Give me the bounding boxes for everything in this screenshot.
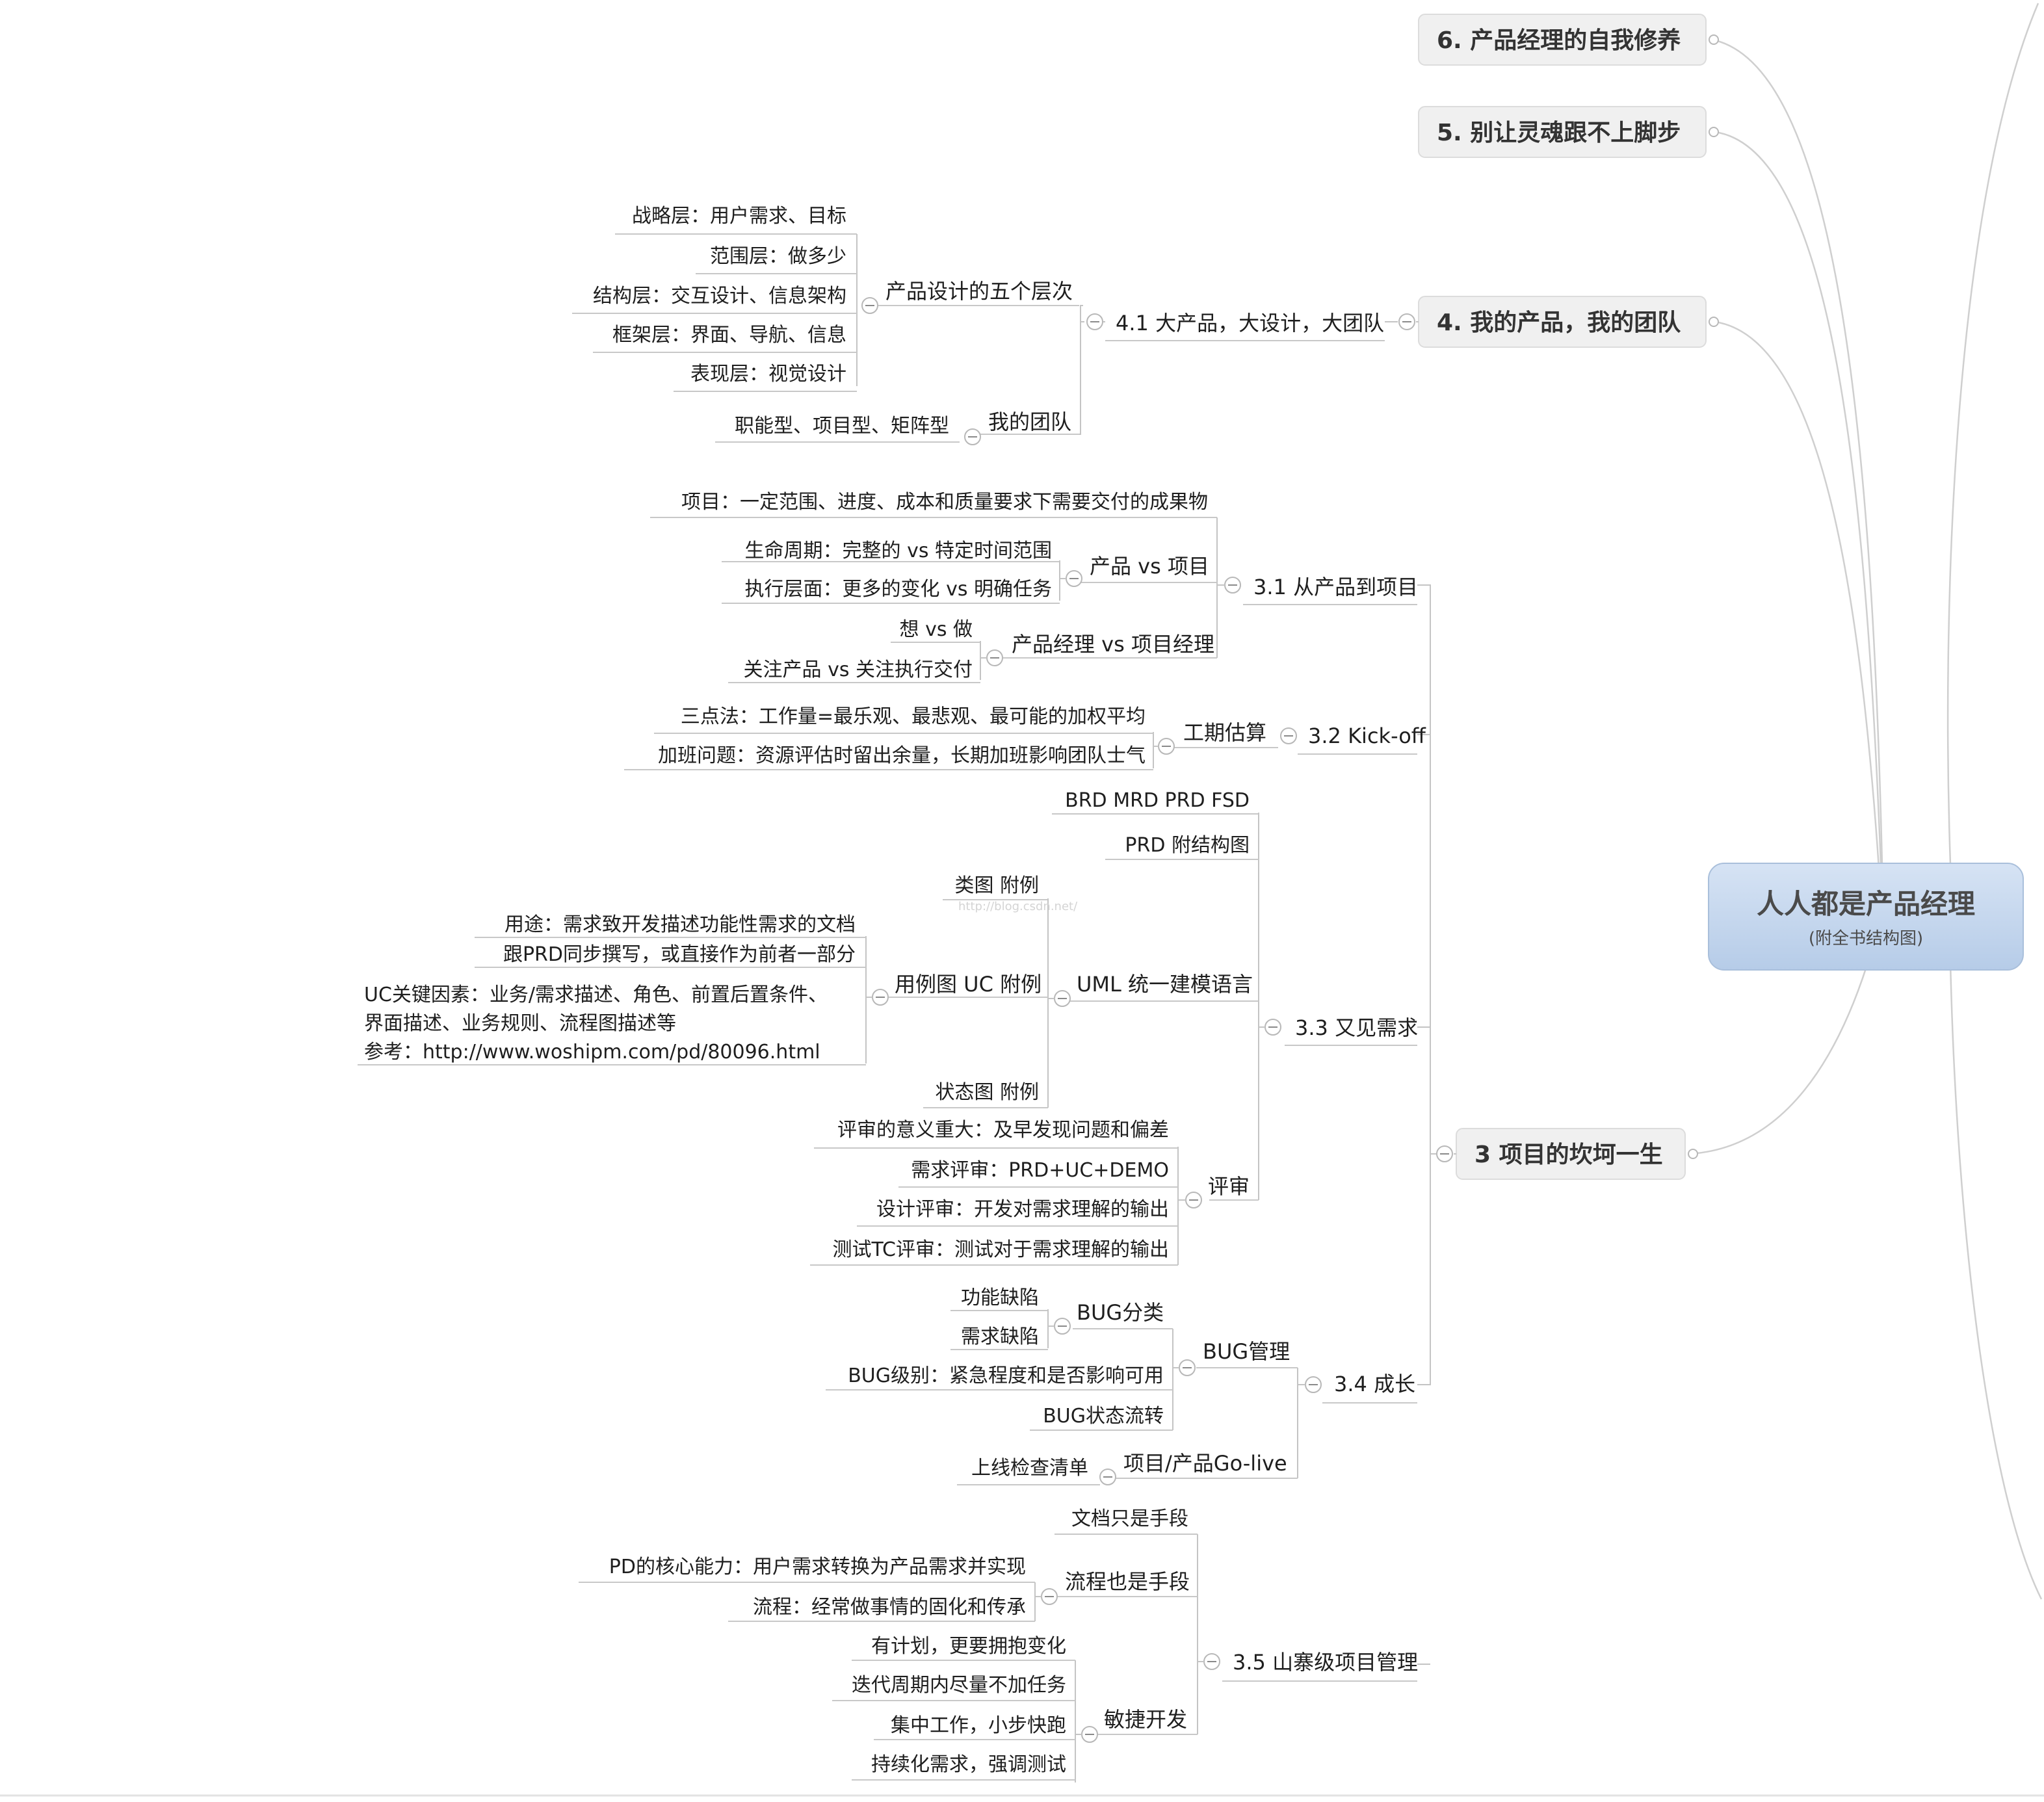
branch-4-subtree: 4.1 大产品，大设计，大团队 产品设计的五个层次 战略层：用户需求、目标 范围…: [572, 205, 1419, 445]
section-3-1-label: 3.1 从产品到项目: [1253, 575, 1418, 599]
agile-item: 迭代周期内尽量不加任务: [852, 1674, 1066, 1697]
collapse-toggle-4[interactable]: [1398, 313, 1415, 330]
bug-mgmt-label: BUG管理: [1203, 1339, 1290, 1364]
estimate-item: 加班问题：资源评估时留出余量，长期加班影响团队士气: [658, 744, 1146, 767]
pvp-item: 生命周期：完整的 vs 特定时间范围: [745, 540, 1052, 562]
golive-item: 上线检查清单: [971, 1457, 1088, 1480]
process-item: PD的核心能力：用户需求转换为产品需求并实现: [609, 1556, 1026, 1578]
central-title: 人人都是产品经理: [1757, 888, 1975, 920]
collapse-toggle-3-4[interactable]: [1305, 1376, 1322, 1393]
estimate-label: 工期估算: [1183, 720, 1266, 745]
team-label: 我的团队: [988, 410, 1071, 434]
agile-item: 集中工作，小步快跑: [891, 1714, 1066, 1737]
central-node[interactable]: 人人都是产品经理 (附全书结构图): [1708, 863, 2024, 971]
state-diagram: 状态图 附例: [935, 1081, 1039, 1104]
collapse-toggle-bug[interactable]: [1179, 1359, 1196, 1376]
main-branch-4[interactable]: 4. 我的产品，我的团队: [1418, 296, 1719, 348]
central-subtitle: (附全书结构图): [1809, 929, 1923, 948]
section-3-5-label: 3.5 山寨级项目管理: [1233, 1650, 1418, 1675]
process-label: 流程也是手段: [1065, 1569, 1190, 1594]
uc-factors-line: 界面描述、业务规则、流程图描述等: [364, 1012, 676, 1035]
uc-factors-line: UC关键因素：业务/需求描述、角色、前置后置条件、: [364, 984, 828, 1006]
collapse-toggle-3-2[interactable]: [1280, 727, 1297, 744]
main-branch-5[interactable]: 5. 别让灵魂跟不上脚步: [1418, 106, 1719, 158]
section-4-1-label: 4.1 大产品，大设计，大团队: [1116, 311, 1384, 335]
collapse-toggle-process[interactable]: [1041, 1588, 1058, 1605]
doc-types: BRD MRD PRD FSD: [1065, 789, 1250, 812]
doc-means: 文档只是手段: [1071, 1508, 1188, 1530]
collapse-toggle-estimate[interactable]: [1158, 738, 1175, 755]
watermark-text: http://blog.csdn.net/: [958, 900, 1078, 913]
uml-label: UML 统一建模语言: [1077, 972, 1253, 997]
five-level-item: 表现层：视觉设计: [690, 363, 846, 385]
collapse-toggle-bug-category[interactable]: [1054, 1318, 1071, 1335]
collapse-toggle-3[interactable]: [1436, 1145, 1453, 1162]
collapse-toggle-3-5[interactable]: [1203, 1653, 1220, 1670]
product-vs-project-label: 产品 vs 项目: [1090, 554, 1209, 579]
section-3-3-label: 3.3 又见需求: [1295, 1015, 1418, 1040]
five-level-item: 框架层：界面、导航、信息: [612, 324, 846, 346]
estimate-item: 三点法：工作量=最乐观、最悲观、最可能的加权平均: [681, 705, 1146, 728]
collapse-toggle-team[interactable]: [964, 428, 981, 445]
usecase-label: 用例图 UC 附例: [895, 972, 1042, 997]
bug-category-item: 需求缺陷: [961, 1325, 1039, 1348]
collapse-toggle-golive[interactable]: [1099, 1469, 1116, 1485]
central-connectors: [1696, 3, 2043, 1600]
section-3-2-label: 3.2 Kick-off: [1308, 724, 1426, 748]
branch-3-subtree: 3.1 从产品到项目 项目：一定范围、进度、成本和质量要求下需要交付的成果物 产…: [358, 491, 1456, 1782]
collapse-toggle-five-levels[interactable]: [861, 297, 878, 314]
section-3-4-label: 3.4 成长: [1334, 1372, 1415, 1396]
golive-label: 项目/产品Go-live: [1123, 1451, 1287, 1476]
project-definition: 项目：一定范围、进度、成本和质量要求下需要交付的成果物: [681, 491, 1208, 514]
review-label: 评审: [1208, 1174, 1250, 1199]
pm-vs-pjm-label: 产品经理 vs 项目经理: [1012, 632, 1214, 657]
collapse-toggle-usecase[interactable]: [872, 989, 889, 1006]
collapse-toggle-agile[interactable]: [1081, 1726, 1098, 1743]
class-diagram: 类图 附例: [954, 874, 1039, 897]
five-levels-label: 产品设计的五个层次: [885, 279, 1073, 304]
uc-reference-link[interactable]: 参考：http://www.woshipm.com/pd/80096.html: [364, 1041, 820, 1064]
collapse-toggle-3-3[interactable]: [1264, 1019, 1281, 1036]
pm-item: 关注产品 vs 关注执行交付: [744, 659, 973, 681]
usecase-item: 用途：需求致开发描述功能性需求的文档: [504, 913, 856, 936]
collapse-toggle-pm[interactable]: [986, 649, 1003, 666]
bug-level: BUG级别：紧急程度和是否影响可用: [848, 1365, 1164, 1387]
review-meaning: 评审的意义重大：及早发现问题和偏差: [837, 1119, 1169, 1142]
five-level-item: 战略层：用户需求、目标: [632, 205, 846, 228]
branch-3-label: 3 项目的坎坷一生: [1474, 1142, 1663, 1168]
branch-5-label: 5. 别让灵魂跟不上脚步: [1437, 120, 1681, 146]
pvp-item: 执行层面：更多的变化 vs 明确任务: [745, 578, 1052, 601]
collapse-toggle-uml[interactable]: [1054, 990, 1071, 1007]
collapse-toggle-pvp[interactable]: [1066, 570, 1082, 587]
agile-item: 持续化需求，强调测试: [871, 1753, 1066, 1776]
process-item: 流程：经常做事情的固化和传承: [753, 1596, 1026, 1619]
agile-item: 有计划，更要拥抱变化: [871, 1635, 1066, 1658]
usecase-item: 跟PRD同步撰写，或直接作为前者一部分: [503, 943, 856, 966]
bug-flow: BUG状态流转: [1043, 1405, 1164, 1428]
five-level-item: 范围层：做多少: [710, 245, 846, 268]
review-item: 设计评审：开发对需求理解的输出: [876, 1198, 1169, 1221]
branch-4-label: 4. 我的产品，我的团队: [1437, 309, 1681, 336]
main-branch-6[interactable]: 6. 产品经理的自我修养: [1418, 14, 1719, 66]
agile-label: 敏捷开发: [1104, 1707, 1187, 1732]
pm-item: 想 vs 做: [900, 618, 973, 641]
five-level-item: 结构层：交互设计、信息架构: [593, 285, 846, 307]
bug-category-label: BUG分类: [1077, 1300, 1164, 1325]
collapse-toggle-3-1[interactable]: [1224, 577, 1241, 594]
prd-structure: PRD 附结构图: [1125, 834, 1250, 857]
main-branch-3[interactable]: 3 项目的坎坷一生: [1456, 1128, 1698, 1180]
team-item: 职能型、项目型、矩阵型: [735, 415, 949, 437]
review-item: 测试TC评审：测试对于需求理解的输出: [832, 1238, 1169, 1261]
review-item: 需求评审：PRD+UC+DEMO: [911, 1159, 1169, 1182]
branch-6-label: 6. 产品经理的自我修养: [1437, 27, 1681, 54]
bug-category-item: 功能缺陷: [961, 1286, 1039, 1309]
collapse-toggle-review[interactable]: [1185, 1192, 1202, 1208]
collapse-toggle-4-1[interactable]: [1086, 313, 1103, 330]
